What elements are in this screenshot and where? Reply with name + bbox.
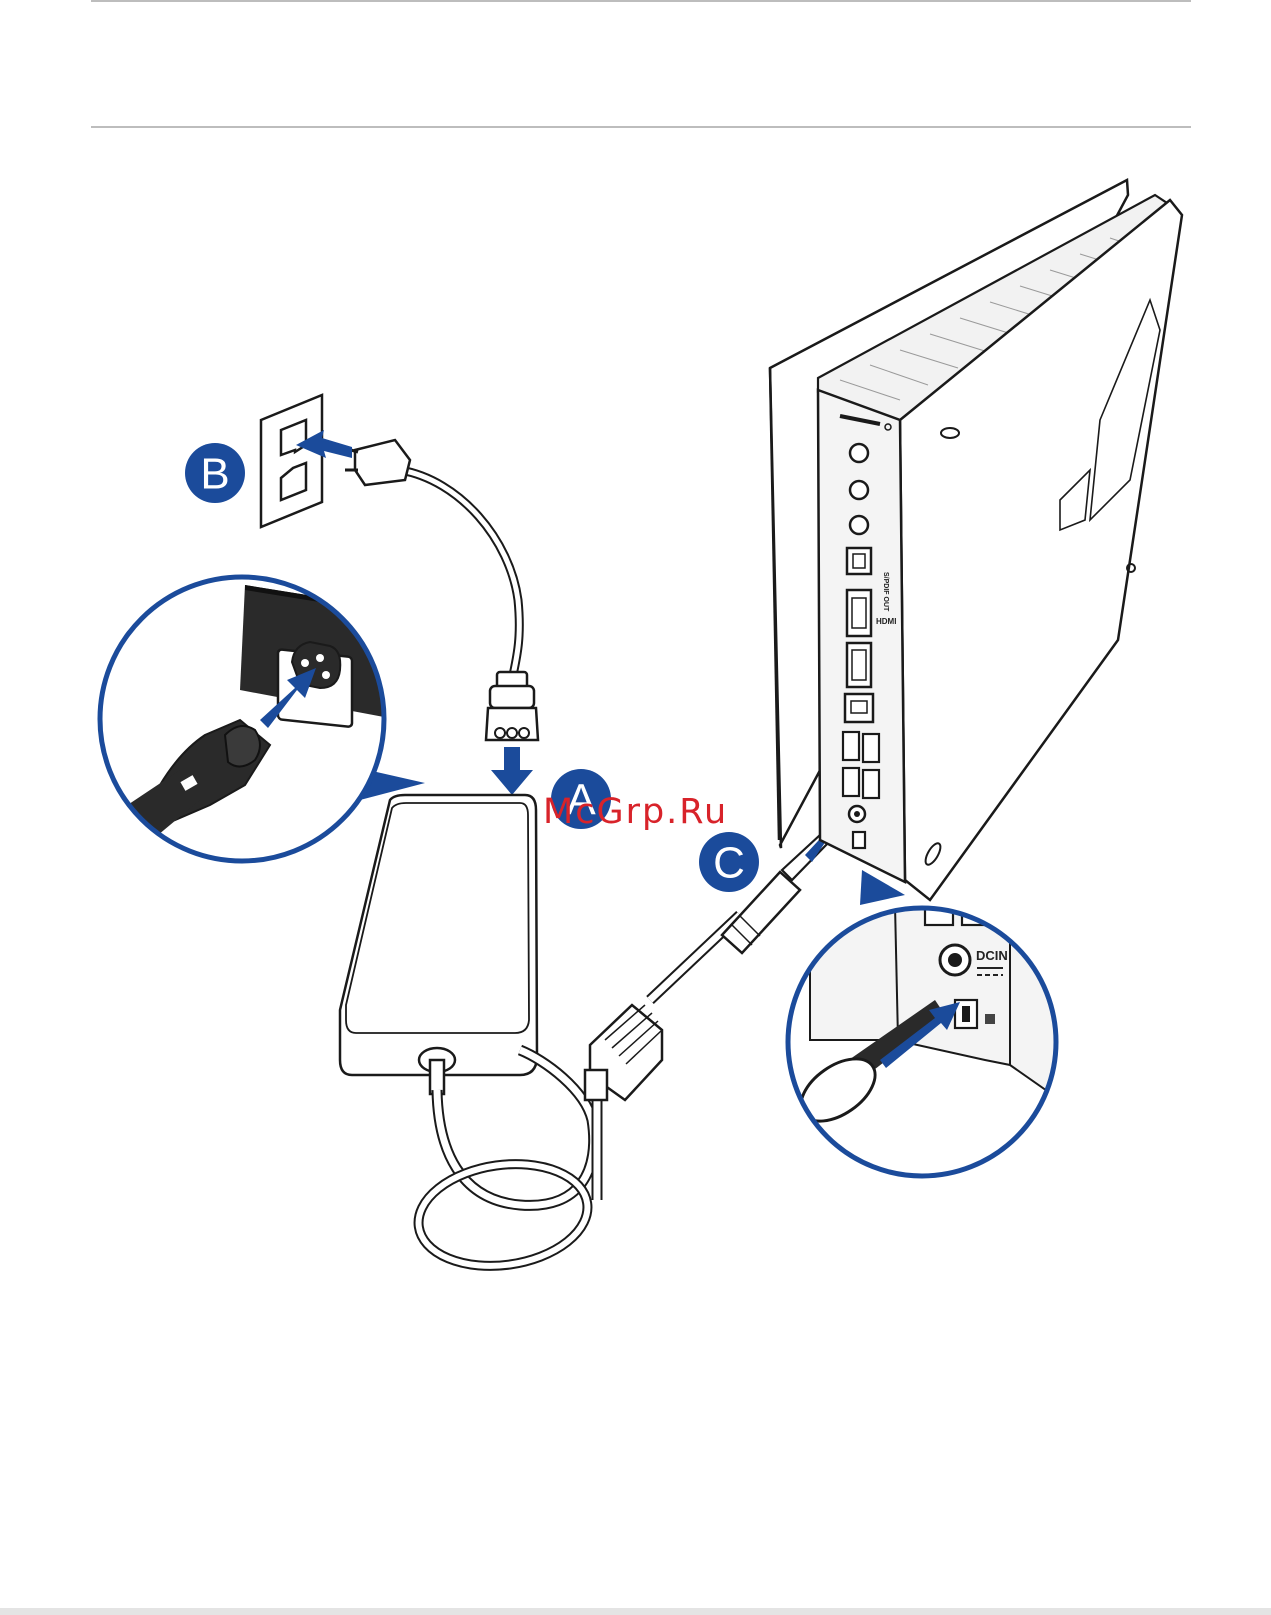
dcin-port-label: DCIN bbox=[976, 948, 1008, 963]
cloverleaf-connector bbox=[486, 672, 538, 740]
watermark: McGrp.Ru bbox=[543, 792, 728, 832]
hdmi-port-label: HDMI bbox=[876, 617, 896, 626]
step-badge-b: B bbox=[185, 443, 245, 503]
footer-bar bbox=[0, 1608, 1271, 1615]
arrow-to-adapter bbox=[491, 747, 533, 795]
mains-plug bbox=[340, 440, 519, 680]
step-b-label: B bbox=[200, 450, 229, 499]
spdif-port-label: S/PDIF OUT bbox=[882, 572, 889, 612]
zoom-inset-dc-in: DCIN bbox=[788, 870, 1060, 1176]
desktop-pc: S/PDIF OUT HDMI bbox=[770, 180, 1182, 900]
zoom-inset-ac-inlet bbox=[100, 577, 425, 861]
wall-outlet bbox=[261, 395, 322, 527]
step-c-label: C bbox=[713, 839, 745, 888]
power-adapter bbox=[340, 795, 537, 1094]
step-badge-c: C bbox=[699, 832, 759, 892]
